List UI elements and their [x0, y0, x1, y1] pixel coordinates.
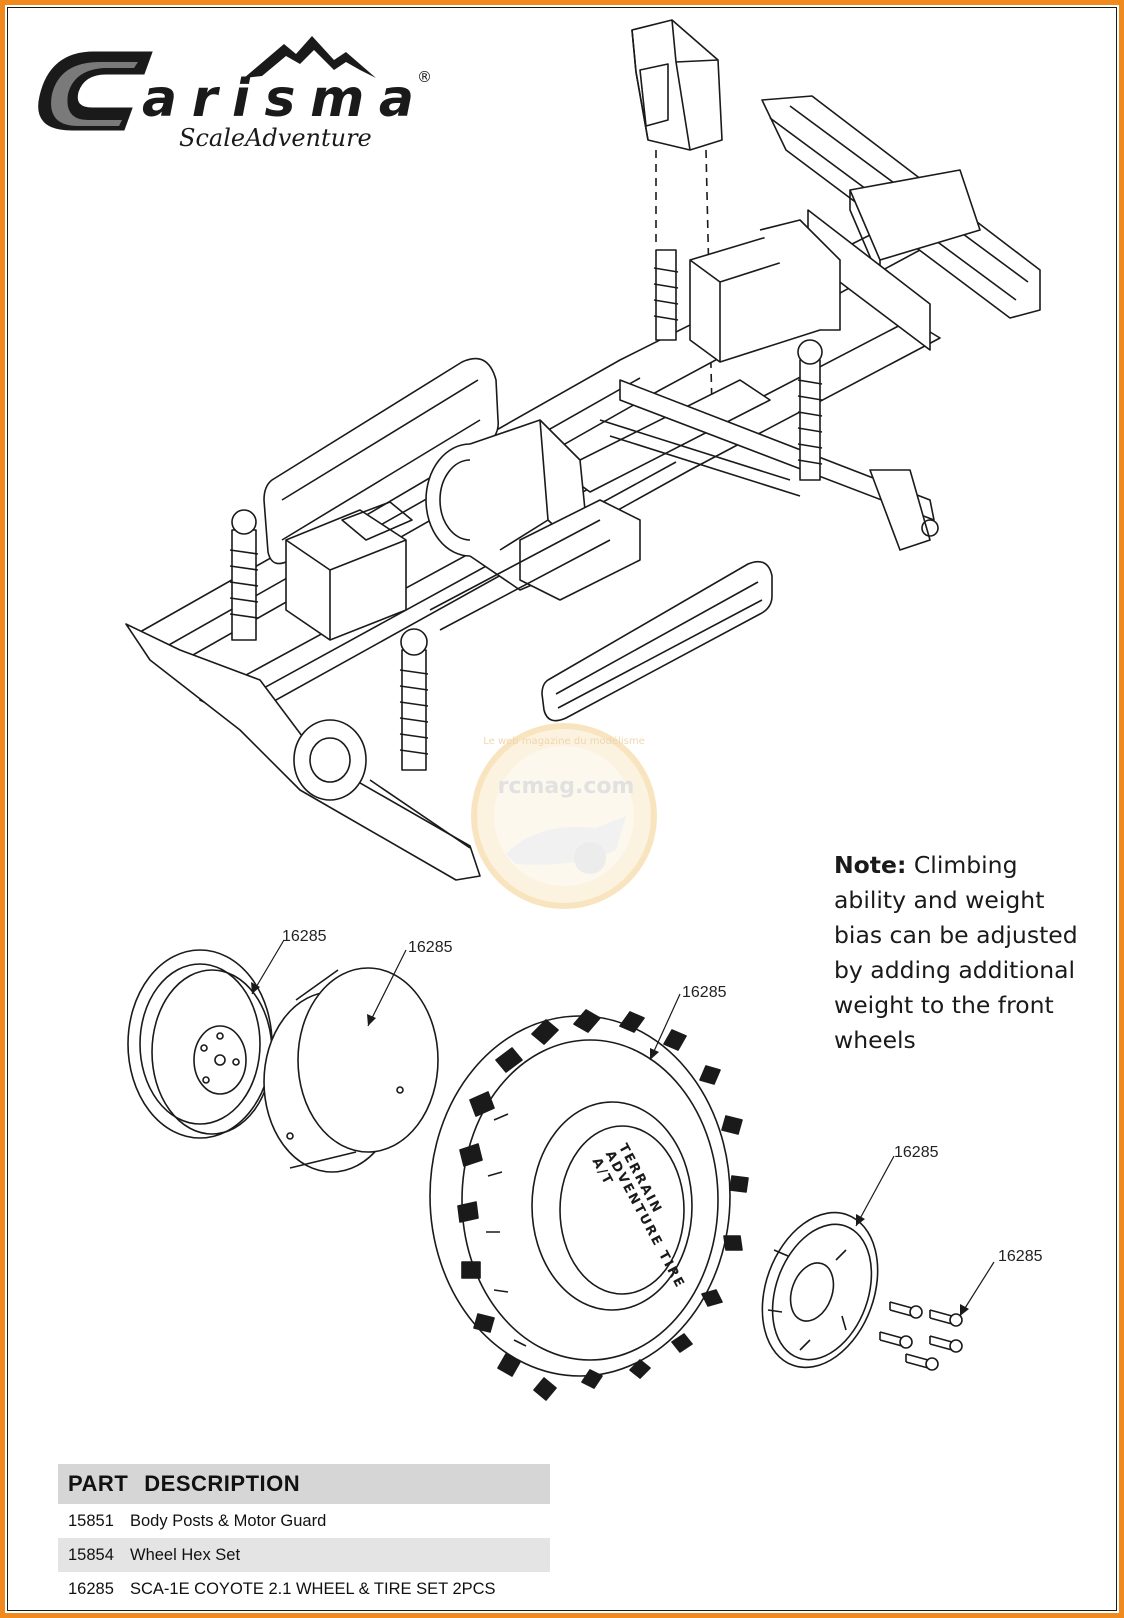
- wheel-face-plate: [761, 1211, 879, 1369]
- lower-rock-slider: [541, 560, 773, 722]
- note-line: Climbing: [913, 851, 1018, 879]
- upper-rock-slider: [263, 357, 500, 565]
- tire: [429, 1009, 749, 1401]
- adjustment-note: Note: Climbing ability and weight bias c…: [834, 848, 1094, 1058]
- table-row: 16285 SCA-1E COYOTE 2.1 WHEEL & TIRE SET…: [58, 1572, 550, 1606]
- motor-guard-part: [631, 19, 723, 151]
- part-number: 15851: [68, 1511, 114, 1530]
- callout-label: 16285: [408, 939, 453, 956]
- front-bumper: [761, 95, 1041, 351]
- leader-1: [251, 939, 285, 995]
- rear-axle: [125, 623, 481, 881]
- table-row: 15854 Wheel Hex Set: [58, 1538, 550, 1572]
- callout-label: 16285: [894, 1144, 939, 1161]
- part-number: 15854: [68, 1545, 114, 1564]
- callout-label: 16285: [998, 1248, 1043, 1265]
- note-line: weight to the front: [834, 991, 1054, 1019]
- carisma-logo: arisma ® ScaleAdventure: [38, 36, 432, 152]
- shock-front-right: [653, 249, 679, 341]
- note-line: wheels: [834, 1026, 916, 1054]
- part-description: SCA-1E COYOTE 2.1 WHEEL & TIRE SET 2PCS: [130, 1579, 496, 1598]
- shock-rear-left: [399, 628, 429, 771]
- rcmag-watermark: rcmag.com Le web magazine du modélisme: [466, 718, 662, 914]
- transmission: [425, 419, 641, 601]
- logo-tagline: ScaleAdventure: [179, 124, 372, 152]
- note-line: bias can be adjusted: [834, 921, 1078, 949]
- outer-wheel-rim: [127, 949, 273, 1139]
- note-label: Note:: [834, 851, 907, 879]
- watermark-site: rcmag.com: [497, 774, 635, 799]
- parts-table: PART DESCRIPTION 15851 Body Posts & Moto…: [58, 1464, 550, 1606]
- leader-4: [855, 1155, 895, 1227]
- part-description: Body Posts & Motor Guard: [130, 1511, 327, 1530]
- shock-rear-right: [229, 509, 259, 641]
- note-line: by adding additional: [834, 956, 1076, 984]
- header-part: PART: [68, 1471, 129, 1496]
- part-number: 16285: [68, 1579, 114, 1598]
- wheel-hex-screws: [879, 1301, 963, 1371]
- parts-table-header: PART DESCRIPTION: [58, 1464, 550, 1504]
- watermark-ring-text: Le web magazine du modélisme: [483, 736, 645, 747]
- leader-2: [367, 949, 407, 1027]
- registered-mark: ®: [417, 68, 432, 86]
- inner-border: [7, 7, 1117, 1611]
- callout-label: 16285: [282, 928, 327, 945]
- note-line: ability and weight: [834, 886, 1045, 914]
- servo-box: [689, 219, 841, 363]
- part-description: Wheel Hex Set: [130, 1545, 241, 1564]
- header-description: DESCRIPTION: [144, 1471, 301, 1496]
- leader-3: [649, 993, 681, 1061]
- inner-wheel-barrel: [263, 967, 439, 1173]
- shock-front-left: [797, 339, 823, 481]
- leader-5: [959, 1261, 995, 1317]
- front-axle: [619, 379, 939, 551]
- table-row: 15851 Body Posts & Motor Guard: [58, 1504, 550, 1538]
- esc-box: [285, 501, 413, 641]
- callout-label: 16285: [682, 984, 727, 1001]
